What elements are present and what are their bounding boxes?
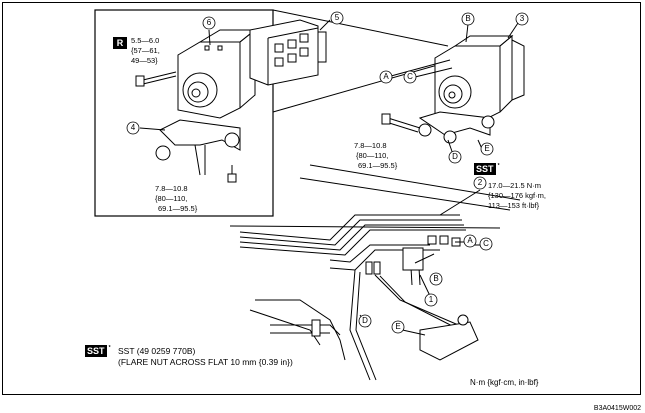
units-note: N·m {kgf·cm, in·lbf} [470,378,539,387]
torque-right-line1: 7.8—10.8 [354,141,387,150]
figure-border [2,2,641,395]
torque-sst-line2: {130—176 kgf·m, [488,191,546,200]
sst-mark-footnote: * [108,345,111,351]
inset-bolt-top [135,71,177,87]
inset-control-module [249,19,327,86]
footnote-line2: (FLARE NUT ACROSS FLAT 10 mm {0.39 in}) [118,357,293,367]
callout-2: 2 [477,178,483,187]
torque-inset-line1: 7.8—10.8 [155,184,188,193]
inset-bracket [155,119,241,183]
torque-r-line2: {57—61, [131,46,160,55]
sst-badge-torque: SST* [474,163,500,175]
callout-d-top: D [452,152,458,161]
callout-e-bottom: E [395,322,401,331]
footnote-line1: SST (49 0259 770B) [118,346,196,356]
callout-4: 4 [130,123,136,132]
callout-a-bottom: A [467,236,473,245]
inset-hydraulic-unit [177,28,257,119]
inset-box [94,9,274,217]
main-bolt [381,113,421,133]
main-bracket [418,111,495,144]
callout-a-top: A [383,72,389,81]
callout-b-bottom: B [433,274,439,283]
torque-sst-line1: 17.0—21.5 N·m [488,181,541,190]
callout-d-bottom: D [362,316,368,325]
sst-badge-footnote: SST* [85,345,111,357]
torque-r-line3: 49—53} [131,56,158,65]
callout-5: 5 [334,13,340,22]
torque-inset-line3: 69.1—95.5} [158,204,198,213]
torque-right-line3: 69.1—95.5} [358,161,398,170]
callout-b-top: B [465,14,471,23]
sst-mark-torque: * [497,163,500,169]
callout-6: 6 [206,18,212,27]
torque-r-line1: 5.5—6.0 [131,36,160,45]
callout-c-top: C [407,72,413,81]
torque-inset-line2: {80—110, [155,194,188,203]
callout-1: 1 [428,295,434,304]
figure-code: B3A0415W002 [593,405,641,412]
torque-sst-line3: 113—153 ft·lbf} [488,201,540,210]
callout-e-top: E [484,144,490,153]
callout-c-bottom: C [483,239,489,248]
torque-r-badge: R [113,37,127,49]
torque-right-line2: {80—110, [356,151,389,160]
main-hydraulic-unit [434,34,525,123]
callout-3: 3 [519,14,525,23]
